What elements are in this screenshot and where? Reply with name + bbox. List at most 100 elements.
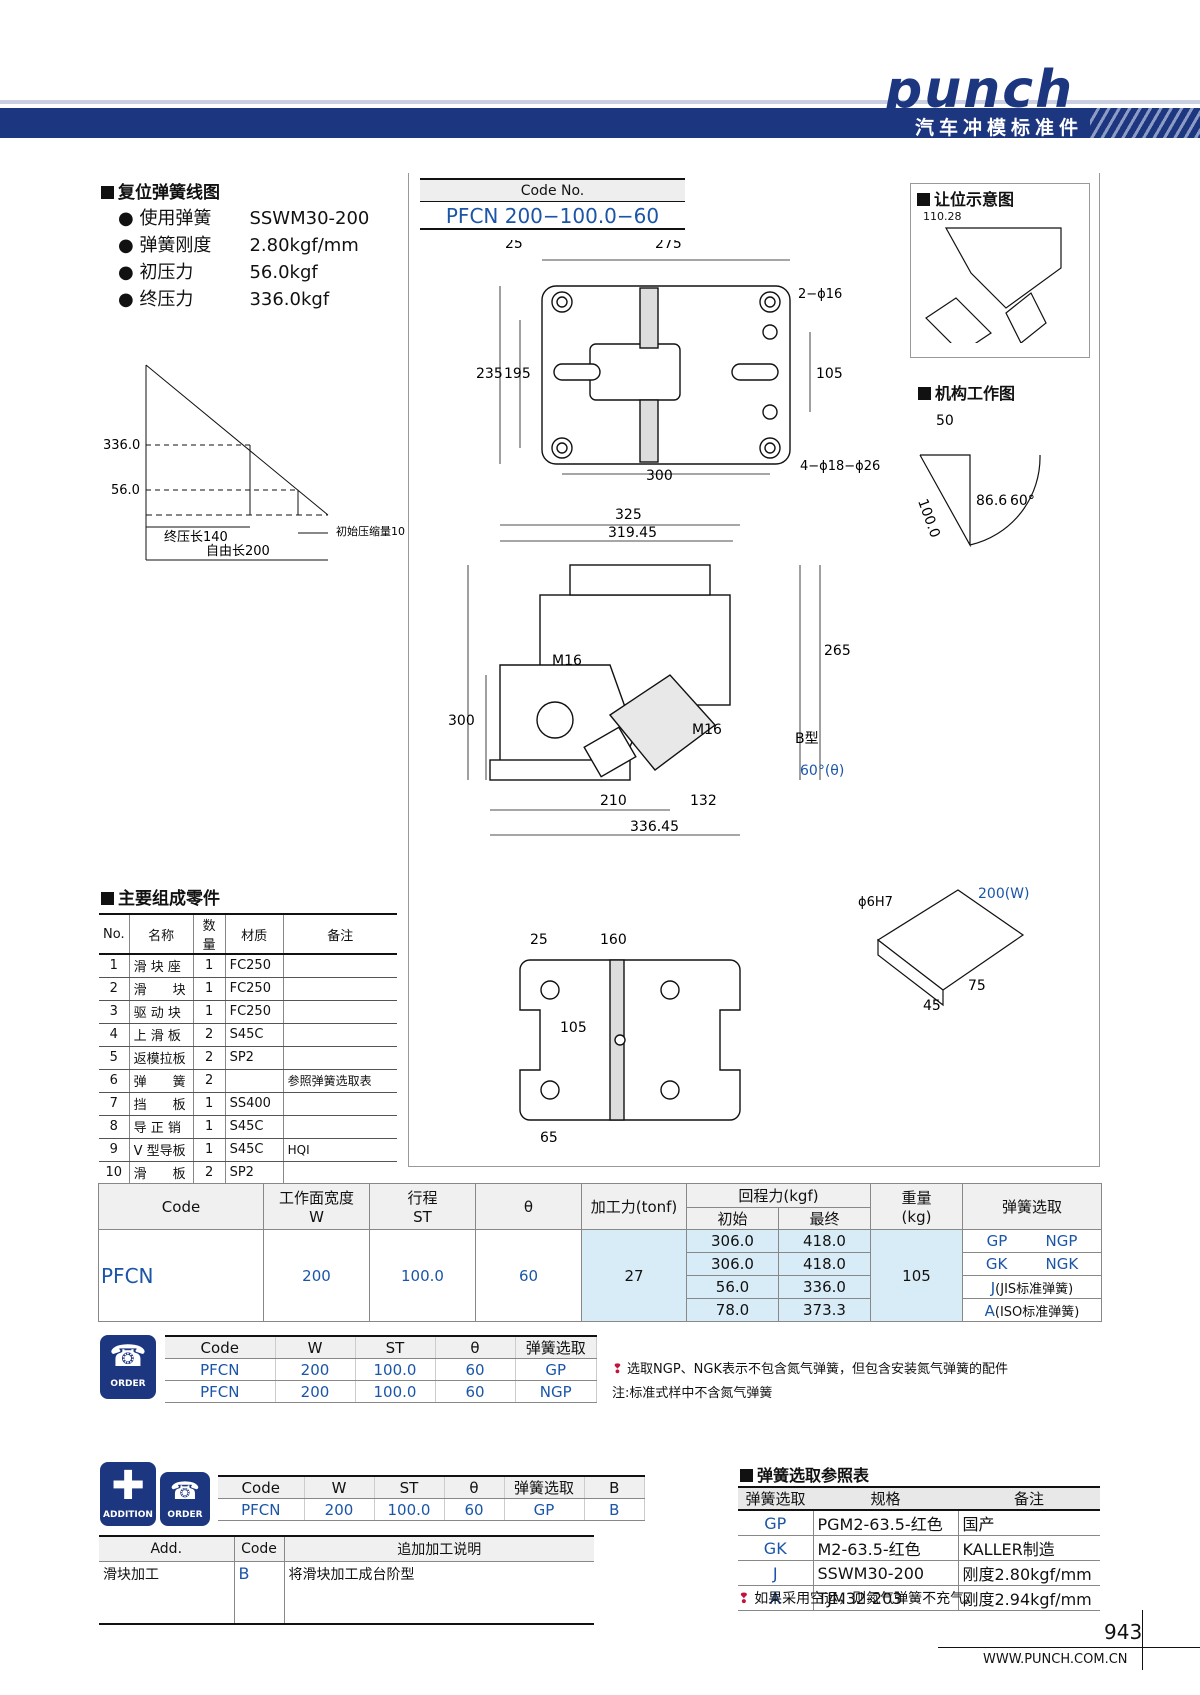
addition-detail-table: Add. Code 追加加工说明 滑块加工 B 将滑块加工成台阶型 xyxy=(99,1535,594,1625)
cell-ret-final: 418.0 xyxy=(778,1229,871,1253)
dim-4-phi18: 4−ϕ18−ϕ26 xyxy=(800,459,880,474)
spring-force-diagram: 336.0 56.0 终压长140 初始压缩量10 自由长200 xyxy=(103,364,405,561)
dim-265: 265 xyxy=(824,643,851,659)
add-h: W xyxy=(304,1475,375,1499)
spring-cell: GP xyxy=(738,1510,814,1536)
parts-cell: 2 xyxy=(99,977,130,1001)
dim-2-phi16: 2−ϕ16 xyxy=(798,287,842,302)
parts-cell xyxy=(225,1069,284,1093)
spring-ref-title: 弹簧选取参照表 xyxy=(740,1462,869,1486)
parts-cell xyxy=(283,954,397,978)
final-length-label: 终压长140 xyxy=(164,529,228,545)
parts-header-row: No. 名称 数量 材质 备注 xyxy=(99,913,397,955)
parts-cell xyxy=(283,1115,397,1139)
y-label-56: 56.0 xyxy=(111,483,140,498)
parts-cell: FC250 xyxy=(225,977,284,1001)
add-cell: 60 xyxy=(444,1498,505,1521)
parts-cell: 3 xyxy=(99,1000,130,1024)
code-no-box: Code No. PFCN 200−100.0−60 xyxy=(420,178,685,233)
footer-url: WWW.PUNCH.COM.CN xyxy=(983,1652,1128,1667)
spring-cell: PGM2-63.5-红色 xyxy=(813,1510,959,1536)
add-h: 弹簧选取 xyxy=(504,1475,585,1499)
addition-order-table: Code W ST θ 弹簧选取 B PFCN 200 100.0 60 GP … xyxy=(218,1475,645,1521)
mechanism-title: 机构工作图 xyxy=(918,380,1015,404)
mech-dim-50: 50 xyxy=(936,413,954,429)
warning-icon: ❢ xyxy=(612,1362,623,1377)
code-no-value: PFCN 200−100.0−60 xyxy=(420,202,685,230)
clearance-dim: 110.28 xyxy=(923,210,962,223)
cell-spring: J(JIS标准弹簧) xyxy=(962,1275,1102,1299)
dim-160: 160 xyxy=(600,932,627,948)
add-cell: 200 xyxy=(304,1498,375,1521)
order-icon-small-label: ORDER xyxy=(167,1510,203,1520)
add-sub-h: Code xyxy=(234,1536,285,1562)
label-m16-a: M16 xyxy=(552,653,582,669)
order-icon-small: ☎ ORDER xyxy=(160,1472,210,1526)
parts-cell: 4 xyxy=(99,1023,130,1047)
h-weight: 重量(kg) xyxy=(870,1183,963,1230)
spring-diagram-title: 复位弹簧线图 xyxy=(101,178,220,203)
h-return-force: 回程力(kgf) xyxy=(686,1183,871,1208)
parts-cell: 滑 块 xyxy=(129,977,194,1001)
dim-25: 25 xyxy=(505,240,523,252)
parts-cell: S45C xyxy=(225,1138,284,1162)
add-cell: PFCN xyxy=(218,1498,305,1521)
order-cell: PFCN xyxy=(165,1380,276,1403)
cell-spring: GP NGP xyxy=(962,1229,1102,1253)
parts-cell: 滑 块 座 xyxy=(129,954,194,978)
dim-319-45: 319.45 xyxy=(608,525,657,541)
parts-cell: 10 xyxy=(99,1161,130,1185)
mech-dim-86-6: 86.6 xyxy=(976,493,1007,509)
add-sub-h: Add. xyxy=(99,1536,235,1562)
dim-132: 132 xyxy=(690,793,717,809)
col-qty: 数量 xyxy=(193,913,226,955)
parts-cell: 2 xyxy=(193,1046,226,1070)
addition-icon-label: ADDITION xyxy=(103,1510,153,1520)
parts-cell: 滑 板 xyxy=(129,1161,194,1185)
phone-icon: ☎ xyxy=(109,1339,147,1374)
spring-cell: KALLER制造 xyxy=(958,1535,1100,1561)
spring-h: 规格 xyxy=(813,1486,958,1511)
bottom-view-drawing: 25 160 105 65 xyxy=(519,932,741,1146)
parts-cell: 5 xyxy=(99,1046,130,1070)
parts-cell: 1 xyxy=(193,1000,226,1024)
parts-cell: 2 xyxy=(193,1023,226,1047)
dim-25-bottom: 25 xyxy=(530,932,548,948)
cell-ret-init: 78.0 xyxy=(686,1298,779,1322)
parts-cell: 1 xyxy=(193,1115,226,1139)
h-theta: θ xyxy=(475,1183,582,1230)
header-stripes xyxy=(1090,108,1200,138)
code-no-header: Code No. xyxy=(420,178,685,202)
dim-300: 300 xyxy=(646,468,673,484)
dim-105: 105 xyxy=(816,366,843,382)
cell-theta: 60 xyxy=(475,1229,582,1322)
order-icon-label: ORDER xyxy=(110,1379,146,1389)
free-length-label: 自由长200 xyxy=(206,544,270,559)
dim-235: 235 xyxy=(476,366,503,382)
parts-cell: 参照弹簧选取表 xyxy=(283,1069,397,1093)
parts-cell: SP2 xyxy=(225,1046,284,1070)
parts-cell: 上 滑 板 xyxy=(129,1023,194,1047)
warning-icon: ❢ xyxy=(738,1591,750,1607)
drawing-frame-left xyxy=(408,173,409,1167)
cell-ret-final: 336.0 xyxy=(778,1275,871,1299)
parts-cell xyxy=(283,1161,397,1185)
footer-hline xyxy=(938,1647,1200,1648)
col-no: No. xyxy=(99,913,130,955)
order-cell: 60 xyxy=(435,1380,516,1403)
cell-spring: A(ISO标准弹簧) xyxy=(962,1298,1102,1322)
spring-cell: A xyxy=(738,1585,814,1611)
iso-phi6h7: ϕ6H7 xyxy=(858,895,893,910)
spring-ref-note: ❢ 如果采用空运，则氮气弹簧不充气。 xyxy=(738,1591,979,1607)
add-cell: 100.0 xyxy=(374,1498,445,1521)
spring-cell: 刚度2.94kgf/mm xyxy=(958,1585,1100,1611)
mech-dim-100: 100.0 xyxy=(914,497,943,540)
brand-logo: punch xyxy=(885,60,1075,120)
